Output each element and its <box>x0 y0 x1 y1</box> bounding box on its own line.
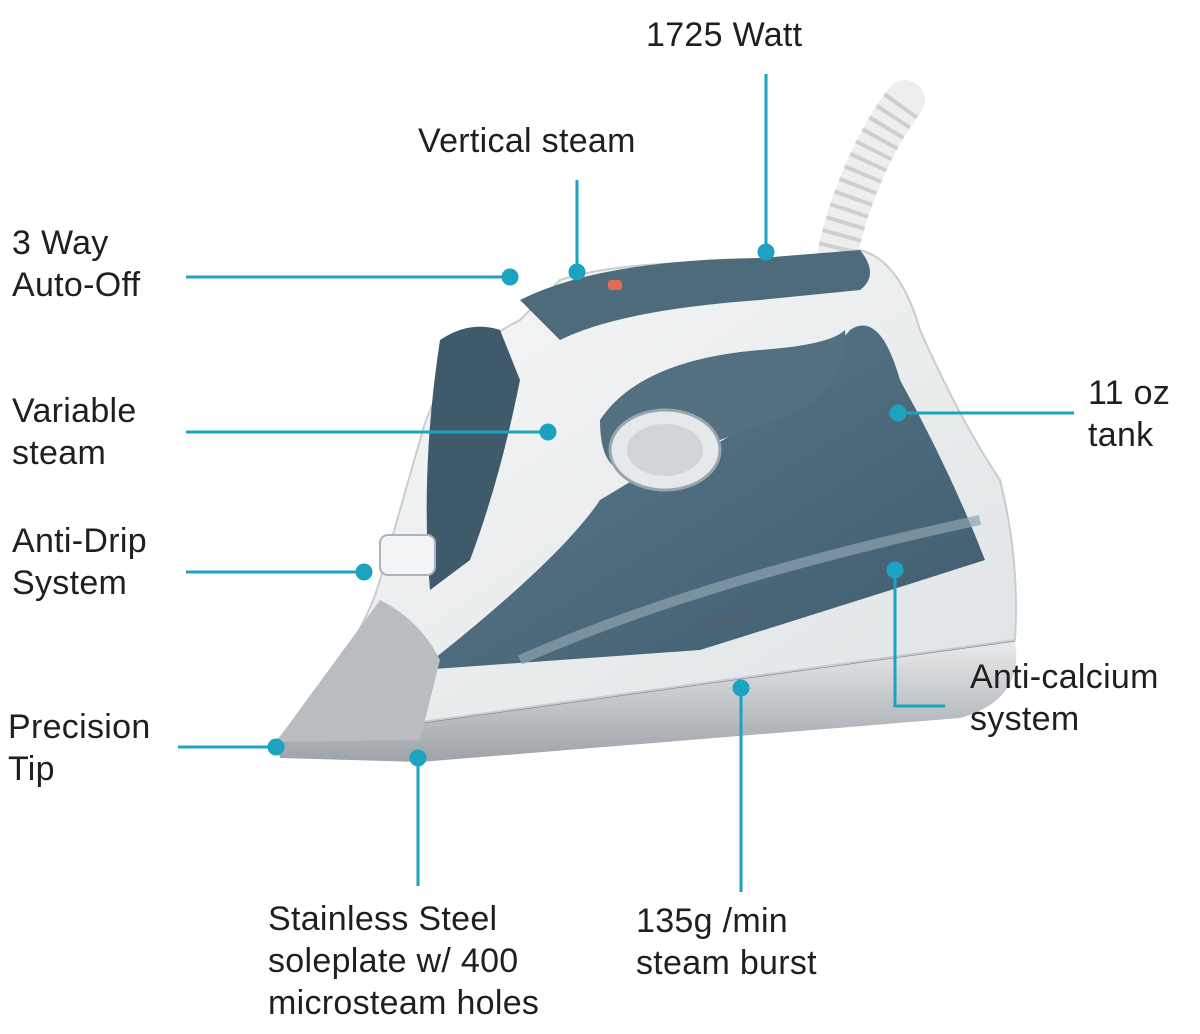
label-tank: 11 oz tank <box>1088 372 1170 456</box>
label-steam-burst-line-1: 135g /min <box>636 902 789 940</box>
label-steam-burst-line-2: steam burst <box>636 944 817 982</box>
callout-lines <box>178 74 1074 892</box>
label-tank-line-2: tank <box>1088 416 1154 454</box>
steam-button-indicator <box>608 280 622 290</box>
side-panel <box>420 325 985 670</box>
power-cord <box>818 80 925 270</box>
label-anti-drip-line-2: System <box>12 564 128 602</box>
label-precision-tip-line-1: Precision <box>8 708 151 746</box>
soleplate <box>276 640 1017 762</box>
label-auto-off-line-1: 3 Way <box>12 224 109 262</box>
label-anti-drip: Anti-Drip System <box>12 520 147 604</box>
label-soleplate-line-3: microsteam holes <box>268 984 540 1022</box>
label-wattage-line-1: 1725 Watt <box>646 16 803 54</box>
label-vertical-steam: Vertical steam <box>418 120 636 162</box>
label-variable-steam-line-1: Variable <box>12 392 137 430</box>
precision-tip <box>276 600 440 742</box>
label-anti-calcium-line-2: system <box>970 700 1080 738</box>
anti-drip-button <box>379 534 436 576</box>
label-wattage: 1725 Watt <box>646 14 802 56</box>
label-precision-tip: Precision Tip <box>8 706 151 790</box>
label-soleplate: Stainless Steel soleplate w/ 400 microst… <box>268 898 539 1024</box>
label-soleplate-line-2: soleplate w/ 400 <box>268 942 519 980</box>
label-tank-line-1: 11 oz <box>1088 374 1171 412</box>
label-variable-steam: Variable steam <box>12 390 137 474</box>
label-anti-drip-line-1: Anti-Drip <box>12 522 147 560</box>
label-precision-tip-line-2: Tip <box>8 750 55 788</box>
handle-top <box>520 250 870 340</box>
label-vertical-steam-line-1: Vertical steam <box>418 122 636 160</box>
label-steam-burst: 135g /min steam burst <box>636 900 817 984</box>
label-anti-calcium-line-1: Anti-calcium <box>970 658 1159 696</box>
label-auto-off-line-2: Auto-Off <box>12 266 141 304</box>
label-auto-off: 3 Way Auto-Off <box>12 222 140 306</box>
label-variable-steam-line-2: steam <box>12 434 107 472</box>
front-control-panel <box>426 326 520 590</box>
temperature-dial <box>608 408 722 492</box>
label-anti-calcium: Anti-calcium system <box>970 656 1159 740</box>
label-soleplate-line-1: Stainless Steel <box>268 900 498 938</box>
